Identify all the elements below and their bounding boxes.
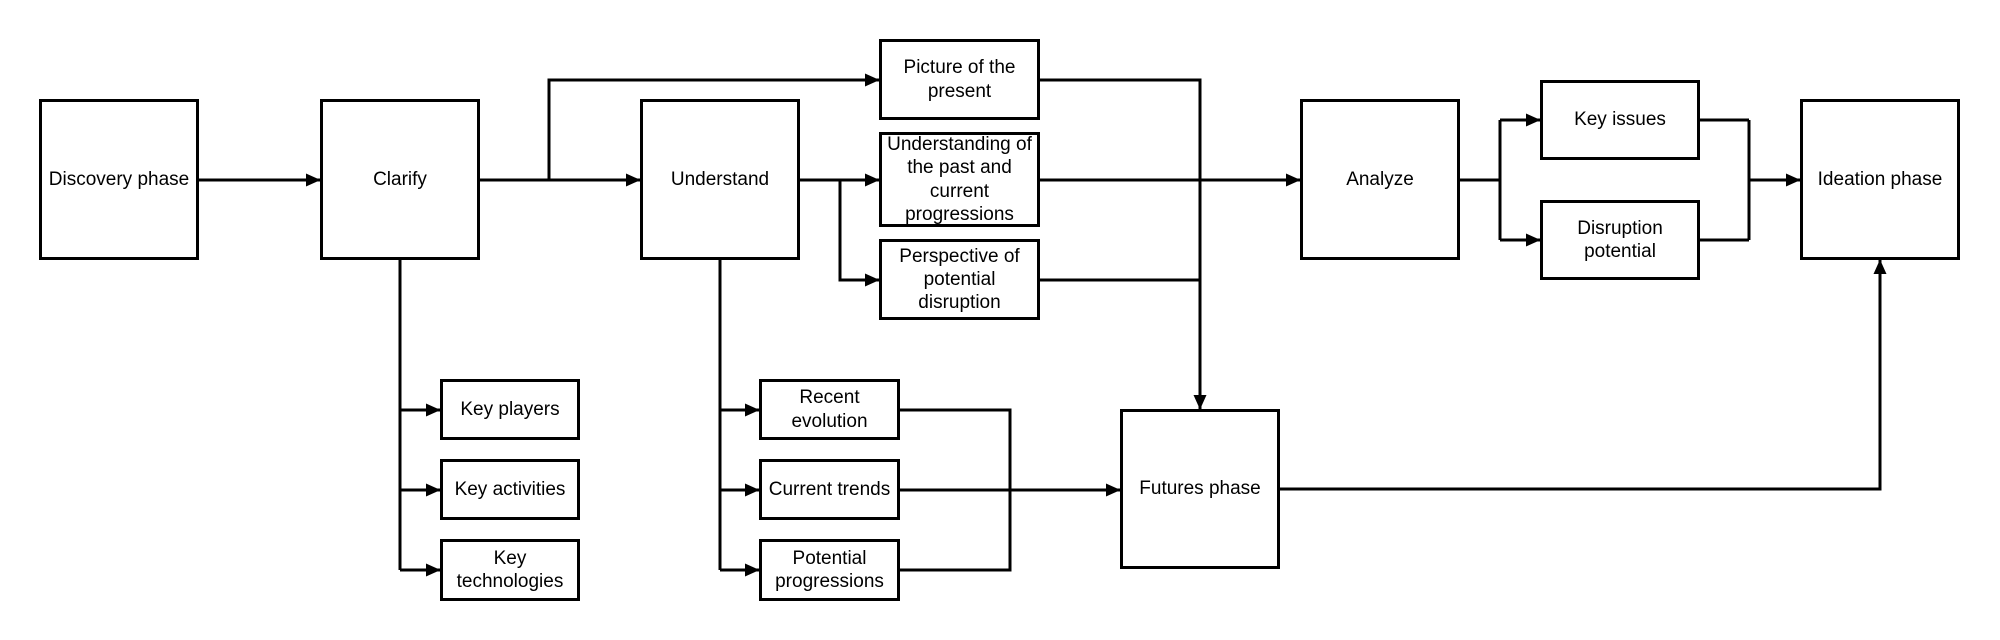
node-understand: Understand bbox=[640, 99, 800, 260]
node-label: Discovery phase bbox=[48, 168, 190, 190]
node-label: Understand bbox=[670, 168, 770, 190]
node-current-trends: Current trends bbox=[759, 459, 900, 520]
node-label: Picture of the present bbox=[903, 57, 1016, 102]
node-analyze: Analyze bbox=[1300, 99, 1460, 260]
node-label: Understanding of the past and current pr… bbox=[887, 134, 1032, 225]
node-disruption-potential: Disruption potential bbox=[1540, 200, 1700, 280]
node-label: Key activities bbox=[454, 478, 566, 500]
edge-recent-join bbox=[900, 408, 1012, 490]
edge-understand-to-perspective bbox=[838, 180, 880, 287]
node-recent-evolution: Recent evolution bbox=[759, 379, 900, 440]
node-label: Key technologies bbox=[456, 547, 564, 592]
node-label: Key players bbox=[460, 398, 560, 420]
node-label: Key issues bbox=[1574, 109, 1666, 131]
node-label: Ideation phase bbox=[1817, 168, 1943, 190]
node-label: Perspective of potential disruption bbox=[899, 245, 1020, 314]
node-key-activities: Key activities bbox=[440, 459, 580, 520]
node-label: Analyze bbox=[1346, 168, 1414, 190]
node-discovery-phase: Discovery phase bbox=[39, 99, 199, 260]
edge-potential-join bbox=[900, 490, 1012, 572]
node-key-issues: Key issues bbox=[1540, 80, 1700, 160]
node-label: Disruption potential bbox=[1577, 217, 1663, 262]
node-key-technologies: Key technologies bbox=[440, 539, 580, 601]
node-picture-of-the-present: Picture of the present bbox=[879, 39, 1040, 120]
edge-clarify-to-picture bbox=[547, 73, 880, 180]
node-ideation-phase: Ideation phase bbox=[1800, 99, 1960, 260]
node-label: Recent evolution bbox=[791, 387, 868, 432]
node-futures-phase: Futures phase bbox=[1120, 409, 1280, 569]
node-perspective-of-potential-disruption: Perspective of potential disruption bbox=[879, 239, 1040, 320]
node-label: Futures phase bbox=[1139, 478, 1261, 500]
node-label: Clarify bbox=[373, 168, 427, 190]
edge-picture-to-futures bbox=[1040, 78, 1207, 410]
node-potential-progressions: Potential progressions bbox=[759, 539, 900, 601]
node-key-players: Key players bbox=[440, 379, 580, 440]
node-label: Potential progressions bbox=[775, 547, 884, 592]
node-clarify: Clarify bbox=[320, 99, 480, 260]
node-label: Current trends bbox=[768, 478, 891, 500]
edge-futures-to-ideation bbox=[1280, 259, 1887, 491]
node-understanding-of-the-past: Understanding of the past and current pr… bbox=[879, 132, 1040, 227]
